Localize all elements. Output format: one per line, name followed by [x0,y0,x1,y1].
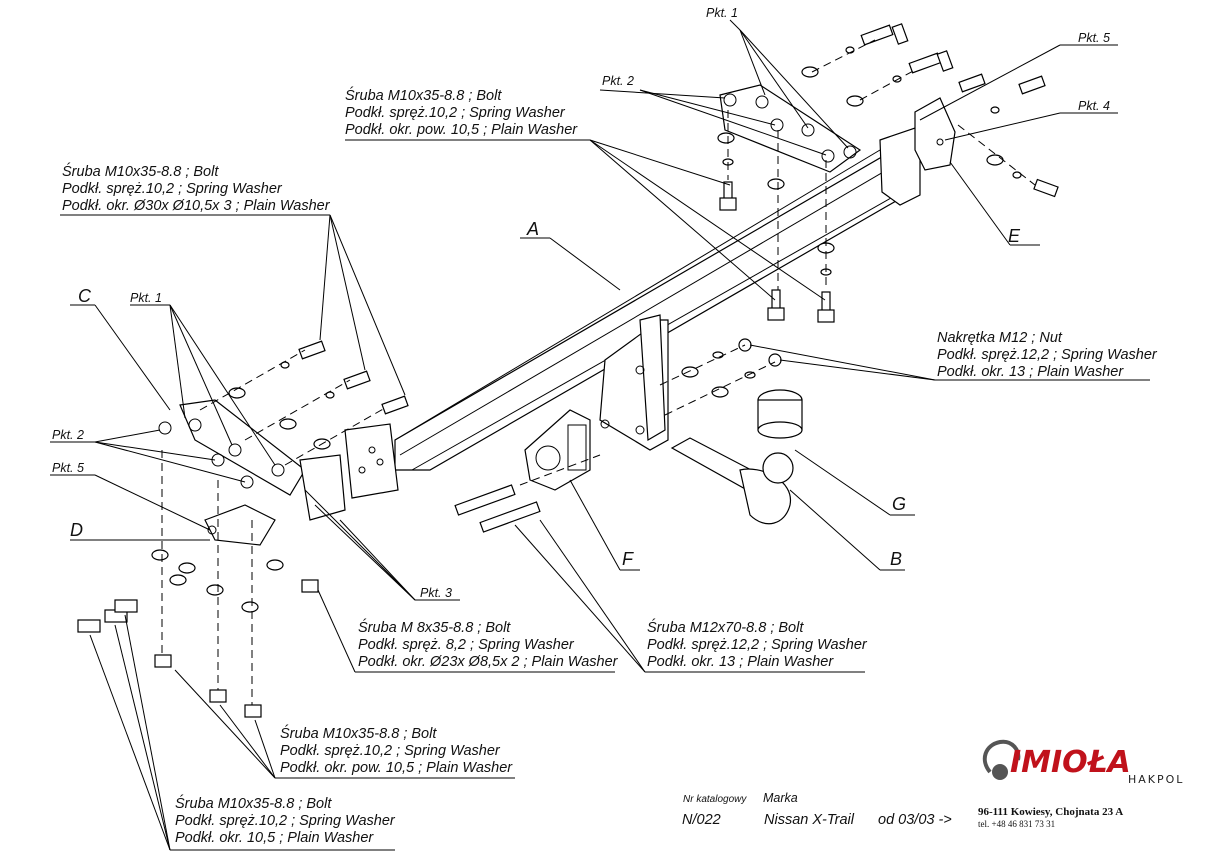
phone: tel. +48 46 831 73 31 [978,819,1055,829]
vertical-bolts-right [717,110,835,323]
nut-stack [659,338,782,416]
leader-lines [50,19,1150,851]
brand-logo: IMIOŁA HAKPOL [982,739,1184,786]
towball-assembly [670,389,803,525]
spec-line: Podkł. spręż.10,2 ; Spring Washer [175,813,396,829]
spec-line: Śruba M10x35-8.8 ; Bolt [280,724,437,742]
label-pkt2-top: Pkt. 2 [602,74,634,88]
socket-plate-f [524,409,591,491]
spec-line: Podkł. okr. Ø30x Ø10,5x 3 ; Plain Washer [62,198,331,214]
spec-line: Podkł. spręż.10,2 ; Spring Washer [62,181,283,197]
spec-line: Podkł. okr. Ø23x Ø8,5x 2 ; Plain Washer [358,654,619,670]
label-pkt1-top: Pkt. 1 [706,6,738,20]
date-value: od 03/03 -> [878,812,952,828]
spec-m12-right: Śruba M12x70-8.8 ; Bolt Podkł. spręż.12,… [647,618,868,670]
spec-line: Podkł. spręż.10,2 ; Spring Washer [345,105,566,121]
bracket-top-right [719,84,862,173]
label-pkt2-left: Pkt. 2 [52,428,84,442]
spec-line: Podkł. okr. pow. 10,5 ; Plain Washer [345,122,578,138]
label-f: F [622,549,634,569]
catalog-label: Nr katalogowy [683,794,747,805]
spec-line: Śruba M10x35-8.8 ; Bolt [175,794,332,812]
label-e: E [1008,226,1021,246]
make-value: Nissan X-Trail [764,812,855,828]
left-upper-bolts [199,340,409,466]
label-pkt5-left: Pkt. 5 [52,461,84,475]
spec-line: Podkł. spręż.12,2 ; Spring Washer [647,637,868,653]
label-pkt5-top: Pkt. 5 [1078,31,1110,45]
bracket-e [914,97,956,171]
spec-line: Śruba M10x35-8.8 ; Bolt [345,86,502,104]
brand-name: IMIOŁA [1010,745,1131,780]
spec-bottom-left: Śruba M10x35-8.8 ; Bolt Podkł. spręż.10,… [175,794,396,846]
spec-line: Podkł. spręż.12,2 ; Spring Washer [937,347,1158,363]
spec-top-center: Śruba M10x35-8.8 ; Bolt Podkł. spręż.10,… [345,86,578,138]
lower-left-bolts [77,450,319,718]
spec-lower-mid: Śruba M10x35-8.8 ; Bolt Podkł. spręż.10,… [280,724,513,776]
label-d: D [70,520,83,540]
make-label: Marka [763,791,798,805]
spec-line: Śruba M12x70-8.8 ; Bolt [647,618,804,636]
m12-bolts [454,454,601,533]
top-bolts [801,23,1059,198]
label-pkt1-left: Pkt. 1 [130,291,162,305]
label-a: A [526,219,539,239]
title-block: Nr katalogowy N/022 Marka Nissan X-Trail… [682,739,1184,829]
labels: Pkt. 1 Pkt. 2 Pkt. 5 Pkt. 4 Pkt. 1 Pkt. … [52,6,1110,600]
central-hanger [599,314,669,451]
spec-line: Podkł. okr. 13 ; Plain Washer [647,654,834,670]
spec-line: Podkł. okr. 10,5 ; Plain Washer [175,830,374,846]
spec-line: Podkł. spręż. 8,2 ; Spring Washer [358,637,575,653]
spec-line: Podkł. okr. pow. 10,5 ; Plain Washer [280,760,513,776]
spec-nut-right: Nakrętka M12 ; Nut Podkł. spręż.12,2 ; S… [937,330,1158,380]
address: 96-111 Kowiesy, Chojnata 23 A [978,806,1123,818]
label-pkt3: Pkt. 3 [420,586,452,600]
label-c: C [78,286,92,306]
bracket-c [158,399,346,521]
spec-line: Podkł. okr. 13 ; Plain Washer [937,364,1124,380]
catalog-value: N/022 [682,812,721,828]
spec-left-upper: Śruba M10x35-8.8 ; Bolt Podkł. spręż.10,… [62,162,331,214]
label-b: B [890,549,902,569]
spec-line: Podkł. spręż.10,2 ; Spring Washer [280,743,501,759]
spec-line: Śruba M10x35-8.8 ; Bolt [62,162,219,180]
label-g: G [892,494,906,514]
spec-line: Śruba M 8x35-8.8 ; Bolt [358,618,511,636]
spec-m8-center: Śruba M 8x35-8.8 ; Bolt Podkł. spręż. 8,… [358,618,619,670]
spec-line: Nakrętka M12 ; Nut [937,330,1063,346]
brand-sub: HAKPOL [1128,773,1184,786]
label-pkt4-top: Pkt. 4 [1078,99,1110,113]
bracket-d [204,504,276,546]
